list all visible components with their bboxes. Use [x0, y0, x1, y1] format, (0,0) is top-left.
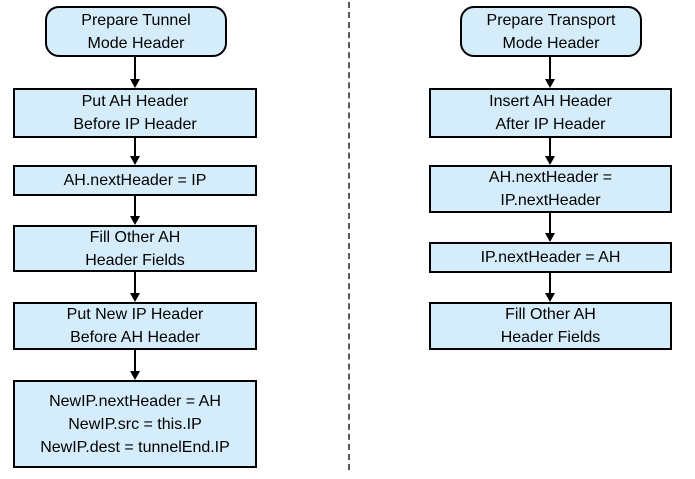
node-fill-other-ah-header-fields-transport: Fill Other AH Header Fields [429, 302, 672, 350]
flow-arrow-down-icon [130, 196, 140, 225]
node-prepare-transport-mode-header: Prepare Transport Mode Header [460, 6, 642, 57]
node-text-line: Mode Header [87, 34, 185, 52]
node-text-line: NewIP.nextHeader = AH [49, 392, 221, 410]
node-text-line: Prepare Tunnel [81, 11, 191, 29]
flow-arrow-down-icon [545, 138, 555, 165]
column-divider [348, 2, 350, 470]
node-text-line: Put New IP Header [66, 306, 204, 323]
node-text-line: Fill Other AH [505, 306, 596, 323]
node-text-line: Header Fields [500, 329, 601, 346]
node-ah-nextheader-equals-ip: AH.nextHeader = IP [13, 165, 257, 196]
node-text-line: AH.nextHeader = [488, 169, 613, 186]
node-text-line: NewIP.src = this.IP [68, 415, 202, 433]
node-ah-nextheader-equals-ip-nextheader: AH.nextHeader = IP.nextHeader [429, 165, 672, 213]
flow-arrow-down-icon [130, 57, 140, 88]
node-text-line: Put AH Header [81, 93, 189, 110]
flow-arrow-down-icon [130, 350, 140, 380]
node-text-line: AH.nextHeader = IP [63, 172, 207, 189]
node-fill-other-ah-header-fields-tunnel: Fill Other AH Header Fields [13, 225, 257, 272]
flow-arrow-down-icon [545, 57, 555, 88]
node-put-new-ip-header-before-ah-header: Put New IP Header Before AH Header [13, 302, 257, 350]
node-text-line: Mode Header [502, 34, 600, 52]
flow-arrow-down-icon [545, 213, 555, 242]
node-text-line: NewIP.dest = tunnelEnd.IP [40, 438, 230, 456]
node-newip-assignments: NewIP.nextHeader = AH NewIP.src = this.I… [13, 380, 257, 468]
node-insert-ah-header-after-ip-header: Insert AH Header After IP Header [429, 88, 672, 138]
node-prepare-tunnel-mode-header: Prepare Tunnel Mode Header [45, 6, 227, 57]
node-text-line: Before IP Header [73, 116, 197, 133]
node-text-line: Header Fields [85, 251, 185, 269]
node-text-line: IP.nextHeader = AH [480, 249, 621, 266]
node-put-ah-header-before-ip-header: Put AH Header Before IP Header [13, 88, 257, 138]
node-text-line: Before AH Header [70, 329, 200, 346]
node-text-line: Insert AH Header [489, 93, 612, 110]
flow-arrow-down-icon [130, 138, 140, 165]
node-text-line: IP.nextHeader [500, 192, 601, 209]
node-text-line: Fill Other AH [89, 228, 181, 246]
flow-arrow-down-icon [545, 273, 555, 302]
node-ip-nextheader-equals-ah: IP.nextHeader = AH [429, 242, 672, 273]
node-text-line: After IP Header [495, 116, 606, 133]
flow-arrow-down-icon [130, 272, 140, 302]
node-text-line: Prepare Transport [486, 11, 616, 29]
